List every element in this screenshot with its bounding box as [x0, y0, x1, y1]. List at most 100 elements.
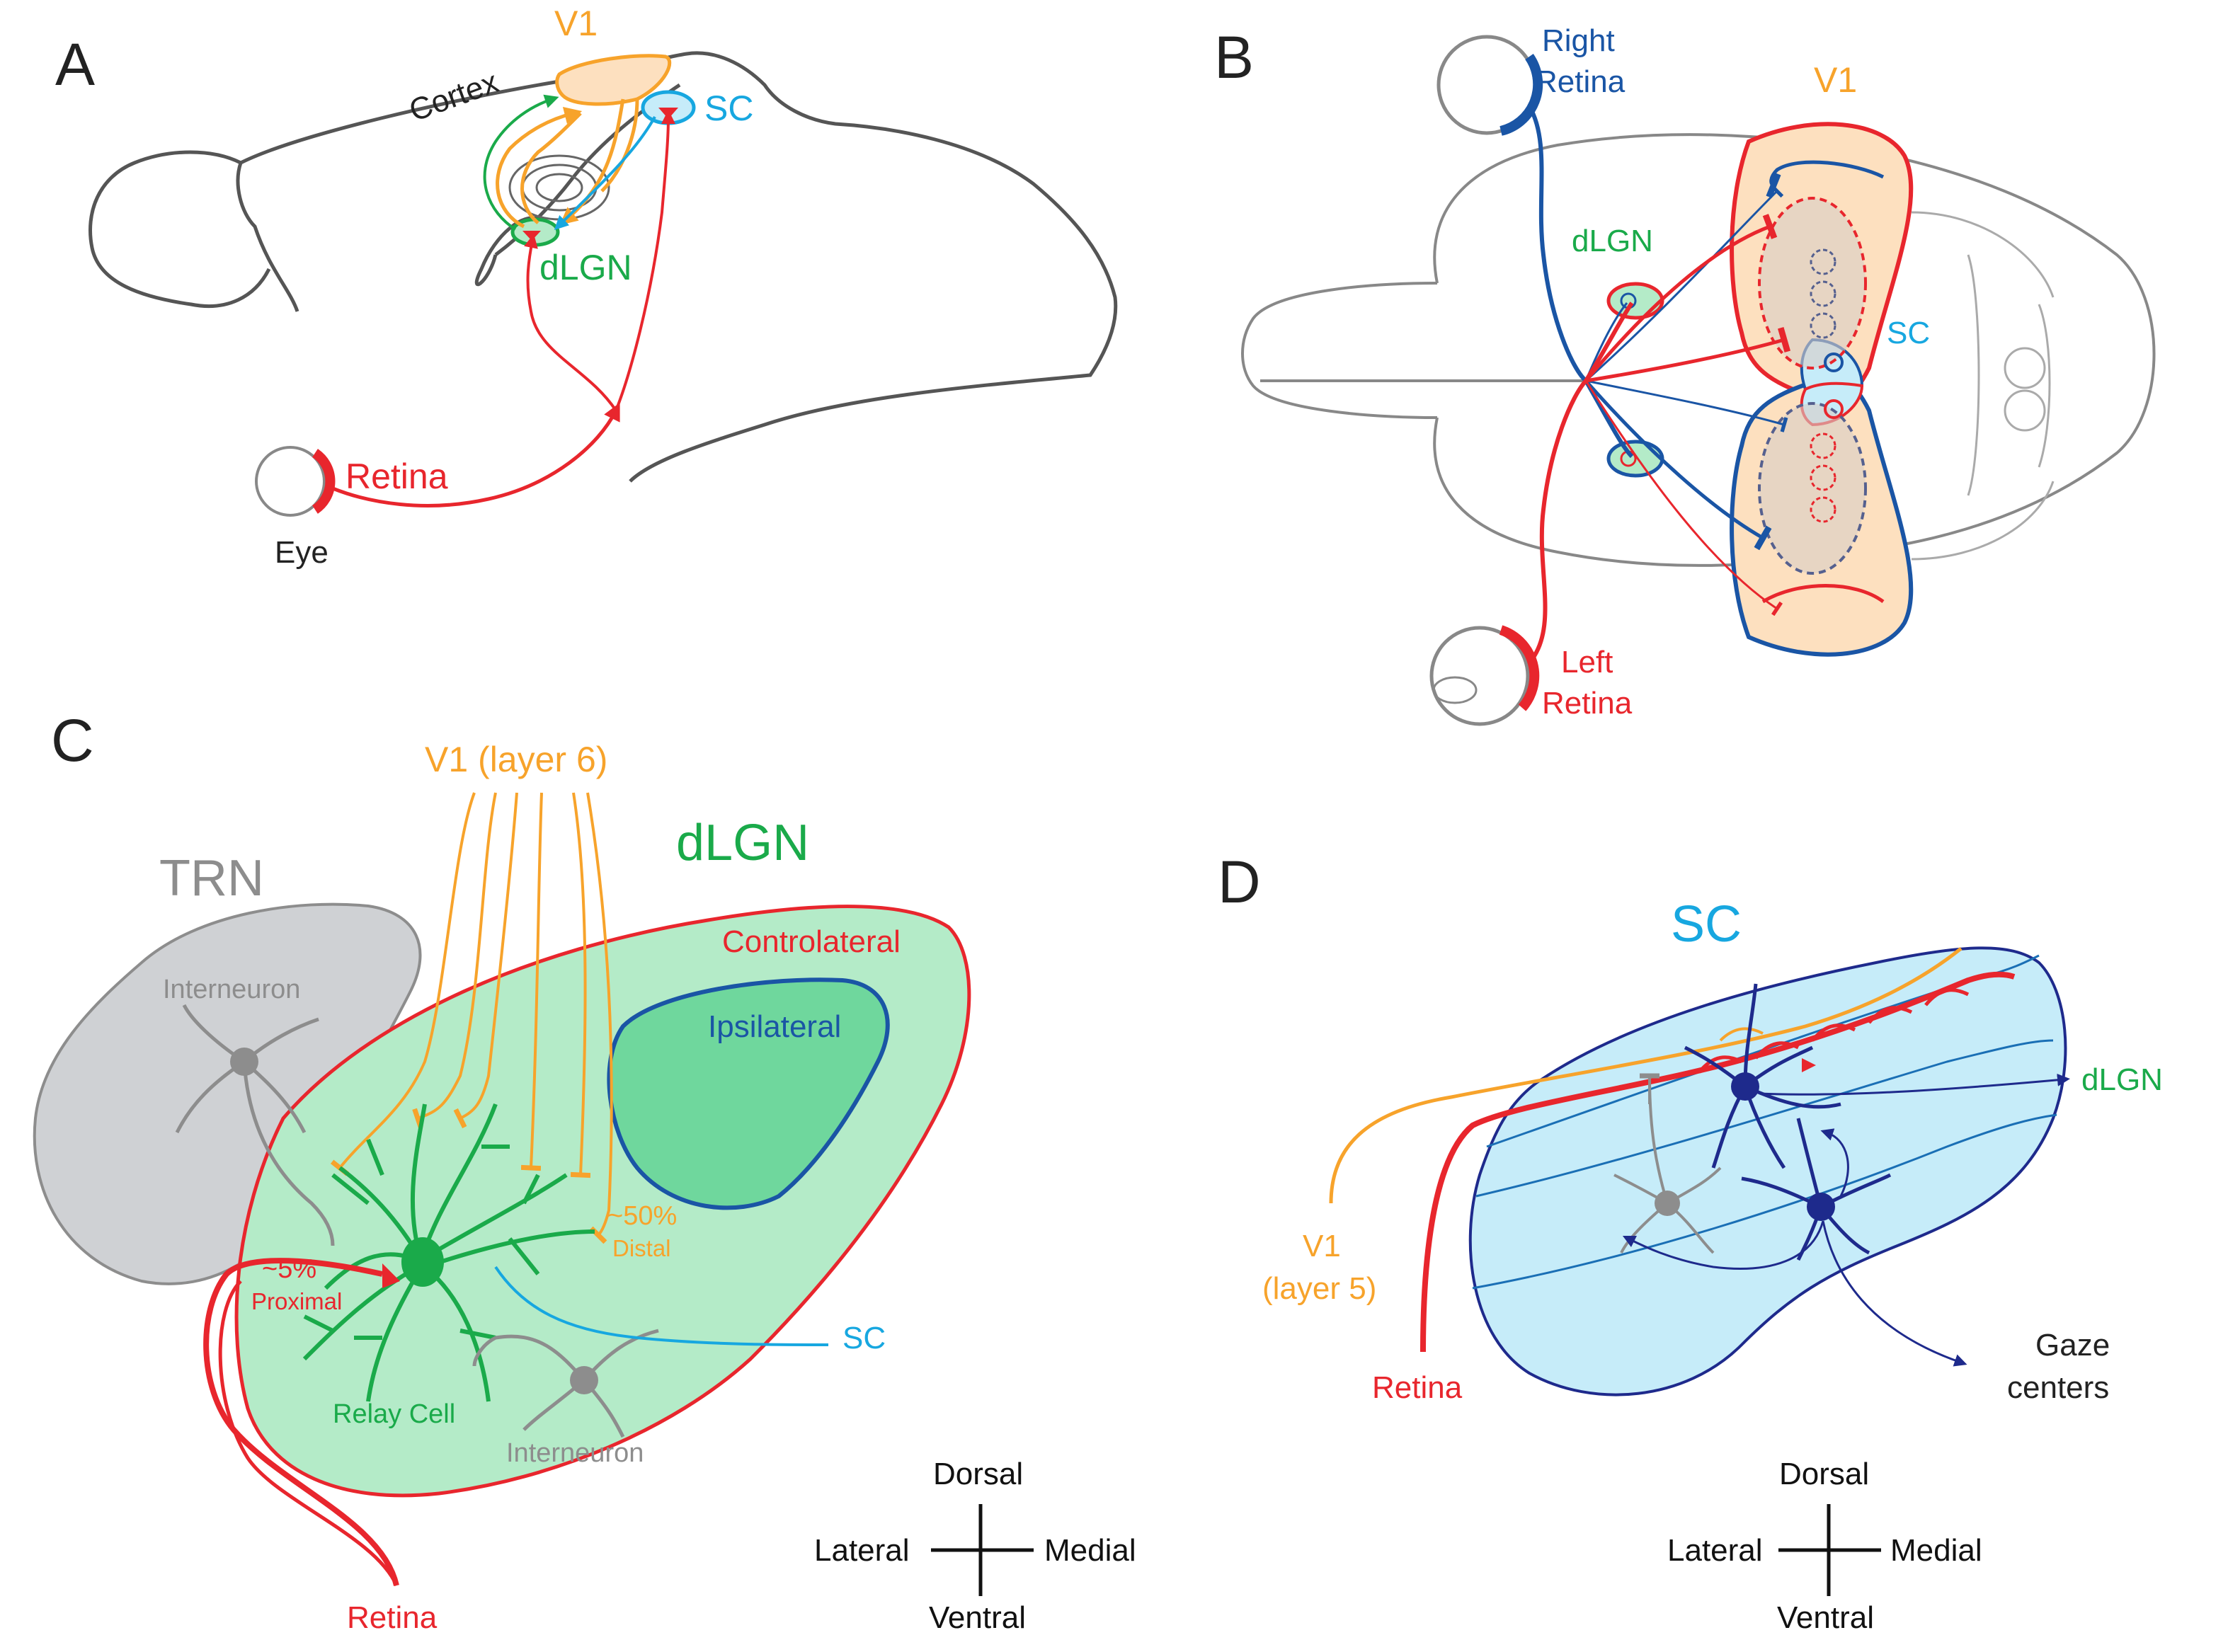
panel-b-olfactory-outline [1241, 282, 1438, 419]
panel-d: D [1218, 849, 2163, 1635]
panel-b-cerebellum-outline [1911, 211, 2055, 561]
panel-c-axis-lateral: Lateral [814, 1533, 910, 1568]
panel-c-sc-label: SC [842, 1321, 886, 1355]
panel-b-dashed-circle-4 [1810, 432, 1836, 459]
panel-a-sc-terminal [658, 108, 678, 119]
panel-c-axis-ventral: Ventral [929, 1600, 1026, 1635]
panel-c-retina-terminal [382, 1263, 400, 1288]
panel-c-axis-cross: Dorsal Lateral Medial Ventral [814, 1457, 1136, 1635]
panel-c-trn-interneuron-soma [230, 1048, 258, 1076]
panel-d-lower-neuron-soma [1807, 1193, 1835, 1221]
panel-c-proximal-pct-label: ~5% [262, 1254, 316, 1284]
panel-a-olfactory-outline [88, 150, 271, 309]
panel-c-dlgn-label: dLGN [676, 815, 809, 871]
panel-b-left-retina-label-2: Retina [1542, 686, 1633, 721]
panel-a-v1-label: V1 [554, 4, 598, 43]
panel-c-v1-axon-6 [586, 792, 613, 1244]
panel-d-axis-medial: Medial [1890, 1533, 1982, 1568]
panel-c-v1-axon-2 [412, 792, 497, 1129]
panel-b-red-to-dlgn-right [1584, 302, 1634, 382]
panel-b-right-optic-nerve [1527, 105, 1588, 383]
panel-b-blue-to-v1-left [1584, 379, 1772, 551]
panel-c: C [33, 707, 1136, 1635]
panel-d-gaze-label-1: Gaze [2035, 1328, 2110, 1363]
panel-d-sc-region [1468, 946, 2067, 1396]
panel-b-dashed-circle-5 [1810, 464, 1836, 491]
panel-a-retina-label: Retina [345, 457, 448, 496]
panel-b-cerebellum-lobe-2 [2004, 389, 2046, 432]
panel-c-axis-medial: Medial [1044, 1533, 1136, 1568]
panel-d-v1-input [1329, 947, 1963, 1204]
panel-b-dashed-circle-1 [1810, 248, 1836, 275]
panel-b-dashed-circle-6 [1810, 496, 1836, 523]
panel-c-controlateral-label: Controlateral [722, 924, 901, 959]
panel-b-dashed-area-left [1758, 402, 1867, 575]
panel-b-red-to-v1 [1584, 214, 1778, 382]
panel-c-v1-axon-1 [330, 792, 476, 1176]
panel-c-dlgn-interneuron-label: Interneuron [506, 1438, 644, 1468]
panel-a-cyan-pathway [554, 116, 656, 230]
panel-b-dlgn-label: dLGN [1572, 224, 1653, 258]
panel-a-letter: A [55, 31, 95, 98]
panel-b-left-optic-nerve [1531, 379, 1588, 660]
panel-b-blue-to-v1 [1585, 184, 1784, 382]
panel-a-orange-pathway-4 [600, 98, 639, 193]
panel-c-ipsilateral-region [607, 977, 890, 1210]
panel-c-relay-cell-soma [401, 1237, 444, 1287]
panel-d-retina-input [1420, 971, 2016, 1353]
panel-c-retina-label: Retina [347, 1600, 438, 1635]
panel-b-right-retina-label-1: Right [1542, 23, 1615, 58]
panel-b: B [1214, 23, 2156, 726]
panel-b-left-retina-arc [1499, 625, 1540, 711]
panel-b-dashed-circle-3 [1810, 312, 1836, 339]
panel-c-dlgn-interneuron-soma [570, 1366, 598, 1394]
panel-c-letter: C [51, 707, 94, 774]
panel-c-v1-axon-5 [570, 792, 591, 1178]
panel-b-dashed-area-right [1758, 197, 1867, 369]
panel-c-axis-dorsal: Dorsal [933, 1457, 1023, 1491]
panel-c-retina-input [203, 1258, 399, 1586]
panel-d-retina-branches [1698, 988, 1970, 1074]
panel-a-eye-label: Eye [275, 535, 329, 570]
panel-b-blue-v1-loop [1766, 160, 1885, 198]
panel-a: A V1 Cortex SC dLGN Retin [55, 4, 1118, 570]
panel-d-v1-label-1: V1 [1303, 1229, 1341, 1263]
panel-d-to-gaze [1822, 1220, 1967, 1367]
panel-b-brain-outline [1433, 133, 2156, 567]
panel-b-right-retina-arc [1499, 54, 1543, 136]
panel-b-dashed-circle-2 [1810, 280, 1836, 307]
panel-a-retina-to-sc [615, 110, 675, 411]
panel-d-sc-label: SC [1671, 896, 1742, 953]
panel-c-distal-pct-label: ~50% [607, 1201, 677, 1231]
panel-d-retina-terminal [1802, 1058, 1816, 1072]
panel-d-axis-ventral: Ventral [1777, 1600, 1874, 1635]
panel-d-v1-branch [1719, 1027, 1764, 1042]
panel-b-red-to-v1-left [1584, 380, 1783, 616]
panel-a-cerebellum-outline [236, 162, 299, 312]
panel-d-axis-lateral: Lateral [1667, 1533, 1763, 1568]
panel-b-blue-to-sc [1585, 379, 1788, 432]
panel-d-axis-dorsal: Dorsal [1779, 1457, 1869, 1491]
panel-c-relay-cell-label: Relay Cell [333, 1399, 455, 1429]
panel-c-trn-label: TRN [159, 850, 264, 907]
panel-b-left-retina-label-1: Left [1561, 645, 1613, 679]
panel-a-retina-arc [312, 449, 336, 514]
panel-a-sc-label: SC [704, 88, 753, 128]
panel-d-intra-2 [1820, 1128, 1849, 1197]
panel-b-v1-label: V1 [1814, 60, 1857, 100]
panel-c-v1-layer6-label: V1 (layer 6) [425, 740, 607, 779]
panel-a-v1-region [555, 54, 672, 106]
panel-b-red-v1-loop [1761, 584, 1885, 604]
panel-b-sc-label: SC [1887, 316, 1930, 350]
panel-a-eye [255, 446, 326, 517]
panel-c-trn-interneuron-label: Interneuron [163, 975, 300, 1004]
panel-b-left-eye-lens [1432, 676, 1478, 704]
panel-d-gaze-label-2: centers [2007, 1370, 2109, 1405]
panel-c-v1-axon-4 [520, 792, 543, 1171]
panel-d-layer-line-2 [1475, 1039, 2054, 1198]
panel-d-axis-cross: Dorsal Lateral Medial Ventral [1667, 1457, 1982, 1635]
panel-a-hippocampus-inner [535, 173, 583, 202]
panel-d-v1-label-2: (layer 5) [1262, 1271, 1376, 1306]
panel-a-dlgn-terminal [522, 231, 541, 241]
